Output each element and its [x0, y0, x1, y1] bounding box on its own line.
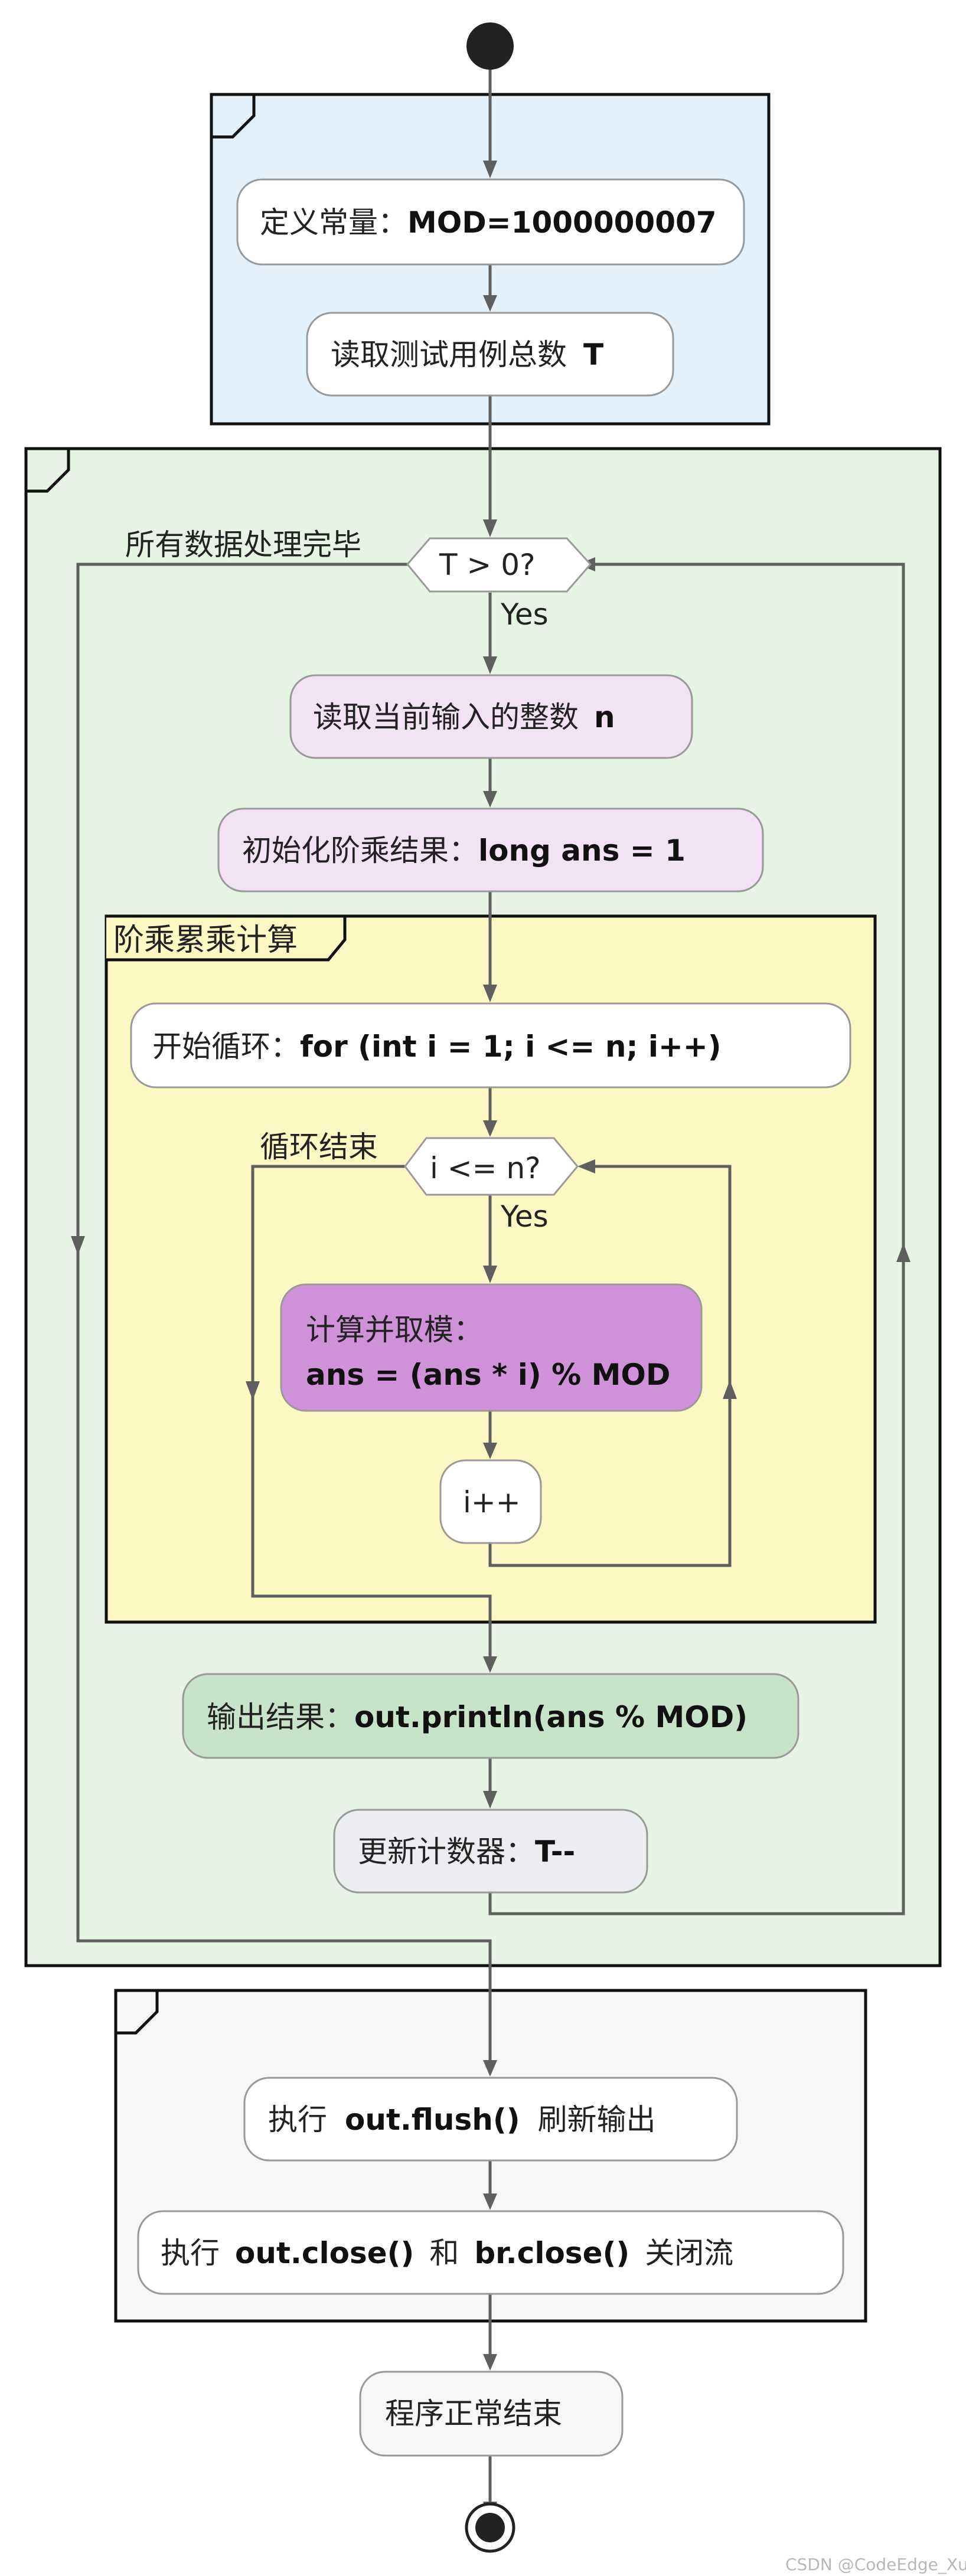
outer-yes-label: Yes [500, 597, 549, 632]
inner-exit-label: 循环结束 [260, 1130, 378, 1164]
decrement-label: 更新计数器： [358, 1835, 535, 1869]
compute-node: 计算并取模： ans = (ans * i) % MOD [280, 1283, 703, 1412]
define-mod-node: 定义常量：MOD=1000000007 [236, 178, 745, 266]
loop-group-tab [26, 447, 70, 493]
flush-value: out.flush() [345, 2103, 520, 2137]
outer-exit-label: 所有数据处理完毕 [125, 528, 361, 562]
flush-post: 刷新输出 [538, 2103, 656, 2137]
end-node-inner [475, 2513, 505, 2542]
close-post: 关闭流 [645, 2236, 733, 2270]
read-t-node: 读取测试用例总数 T [306, 312, 674, 397]
flush-node: 执行 out.flush() 刷新输出 [243, 2077, 738, 2162]
outer-condition-node: T > 0? [406, 537, 592, 593]
increment-node: i++ [439, 1459, 542, 1544]
compute-line1: 计算并取模： [306, 1313, 483, 1347]
end-text-node: 程序正常结束 [359, 2371, 624, 2457]
close-mid: 和 [429, 2236, 459, 2270]
increment-label: i++ [463, 1485, 521, 1519]
decrement-node: 更新计数器：T-- [333, 1809, 648, 1894]
init-ans-node: 初始化阶乘结果：long ans = 1 [217, 808, 764, 893]
decrement-value: T-- [535, 1835, 575, 1869]
final-group-tab [116, 1989, 159, 2035]
start-node [466, 22, 514, 70]
init-group-tab [211, 93, 256, 139]
inner-yes-label: Yes [500, 1199, 549, 1234]
close-node: 执行 out.close() 和 br.close() 关闭流 [137, 2210, 844, 2295]
loop-start-label: 开始循环： [152, 1029, 300, 1064]
loop-start-value: for (int i = 1; i <= n; i++) [300, 1029, 722, 1064]
output-node: 输出结果：out.println(ans % MOD) [182, 1673, 799, 1759]
init-ans-value: long ans = 1 [478, 833, 686, 868]
svg-text:开始循环：for (int i = 1; i <= n; i: 开始循环：for (int i = 1; i <= n; i++) [152, 1029, 722, 1064]
read-n-node: 读取当前输入的整数 n [289, 674, 693, 759]
read-t-value: T [583, 338, 603, 372]
svg-text:初始化阶乘结果：long ans = 1: 初始化阶乘结果：long ans = 1 [242, 833, 686, 868]
svg-text:更新计数器：T--: 更新计数器：T-- [358, 1835, 575, 1869]
output-value: out.println(ans % MOD) [354, 1700, 748, 1734]
loop-start-node: 开始循环：for (int i = 1; i <= n; i++) [130, 1002, 851, 1088]
compute-line2: ans = (ans * i) % MOD [306, 1358, 670, 1392]
close-value2: br.close() [474, 2236, 629, 2270]
inner-condition-node: i <= n? [404, 1137, 579, 1196]
close-value1: out.close() [235, 2236, 414, 2270]
svg-text:输出结果：out.println(ans % MOD): 输出结果：out.println(ans % MOD) [207, 1700, 748, 1734]
define-mod-value: MOD=1000000007 [407, 205, 717, 240]
close-pre: 执行 [161, 2236, 220, 2270]
init-ans-label: 初始化阶乘结果： [242, 833, 478, 868]
define-mod-label: 定义常量： [260, 205, 407, 240]
factorial-group-tab [106, 914, 347, 962]
output-label: 输出结果： [207, 1700, 354, 1734]
read-n-label: 读取当前输入的整数 [313, 700, 579, 734]
svg-text:定义常量：MOD=1000000007: 定义常量：MOD=1000000007 [260, 205, 717, 240]
read-t-label: 读取测试用例总数 [331, 338, 567, 372]
factorial-group-label: 阶乘累乘计算 [113, 923, 298, 958]
flush-pre: 执行 [268, 2103, 327, 2137]
watermark-text: CSDN @CodeEdge_Xu [785, 2555, 966, 2574]
outer-condition-label: T > 0? [439, 548, 536, 582]
inner-condition-label: i <= n? [430, 1151, 541, 1185]
read-n-value: n [594, 700, 615, 734]
end-text-label: 程序正常结束 [385, 2397, 562, 2431]
